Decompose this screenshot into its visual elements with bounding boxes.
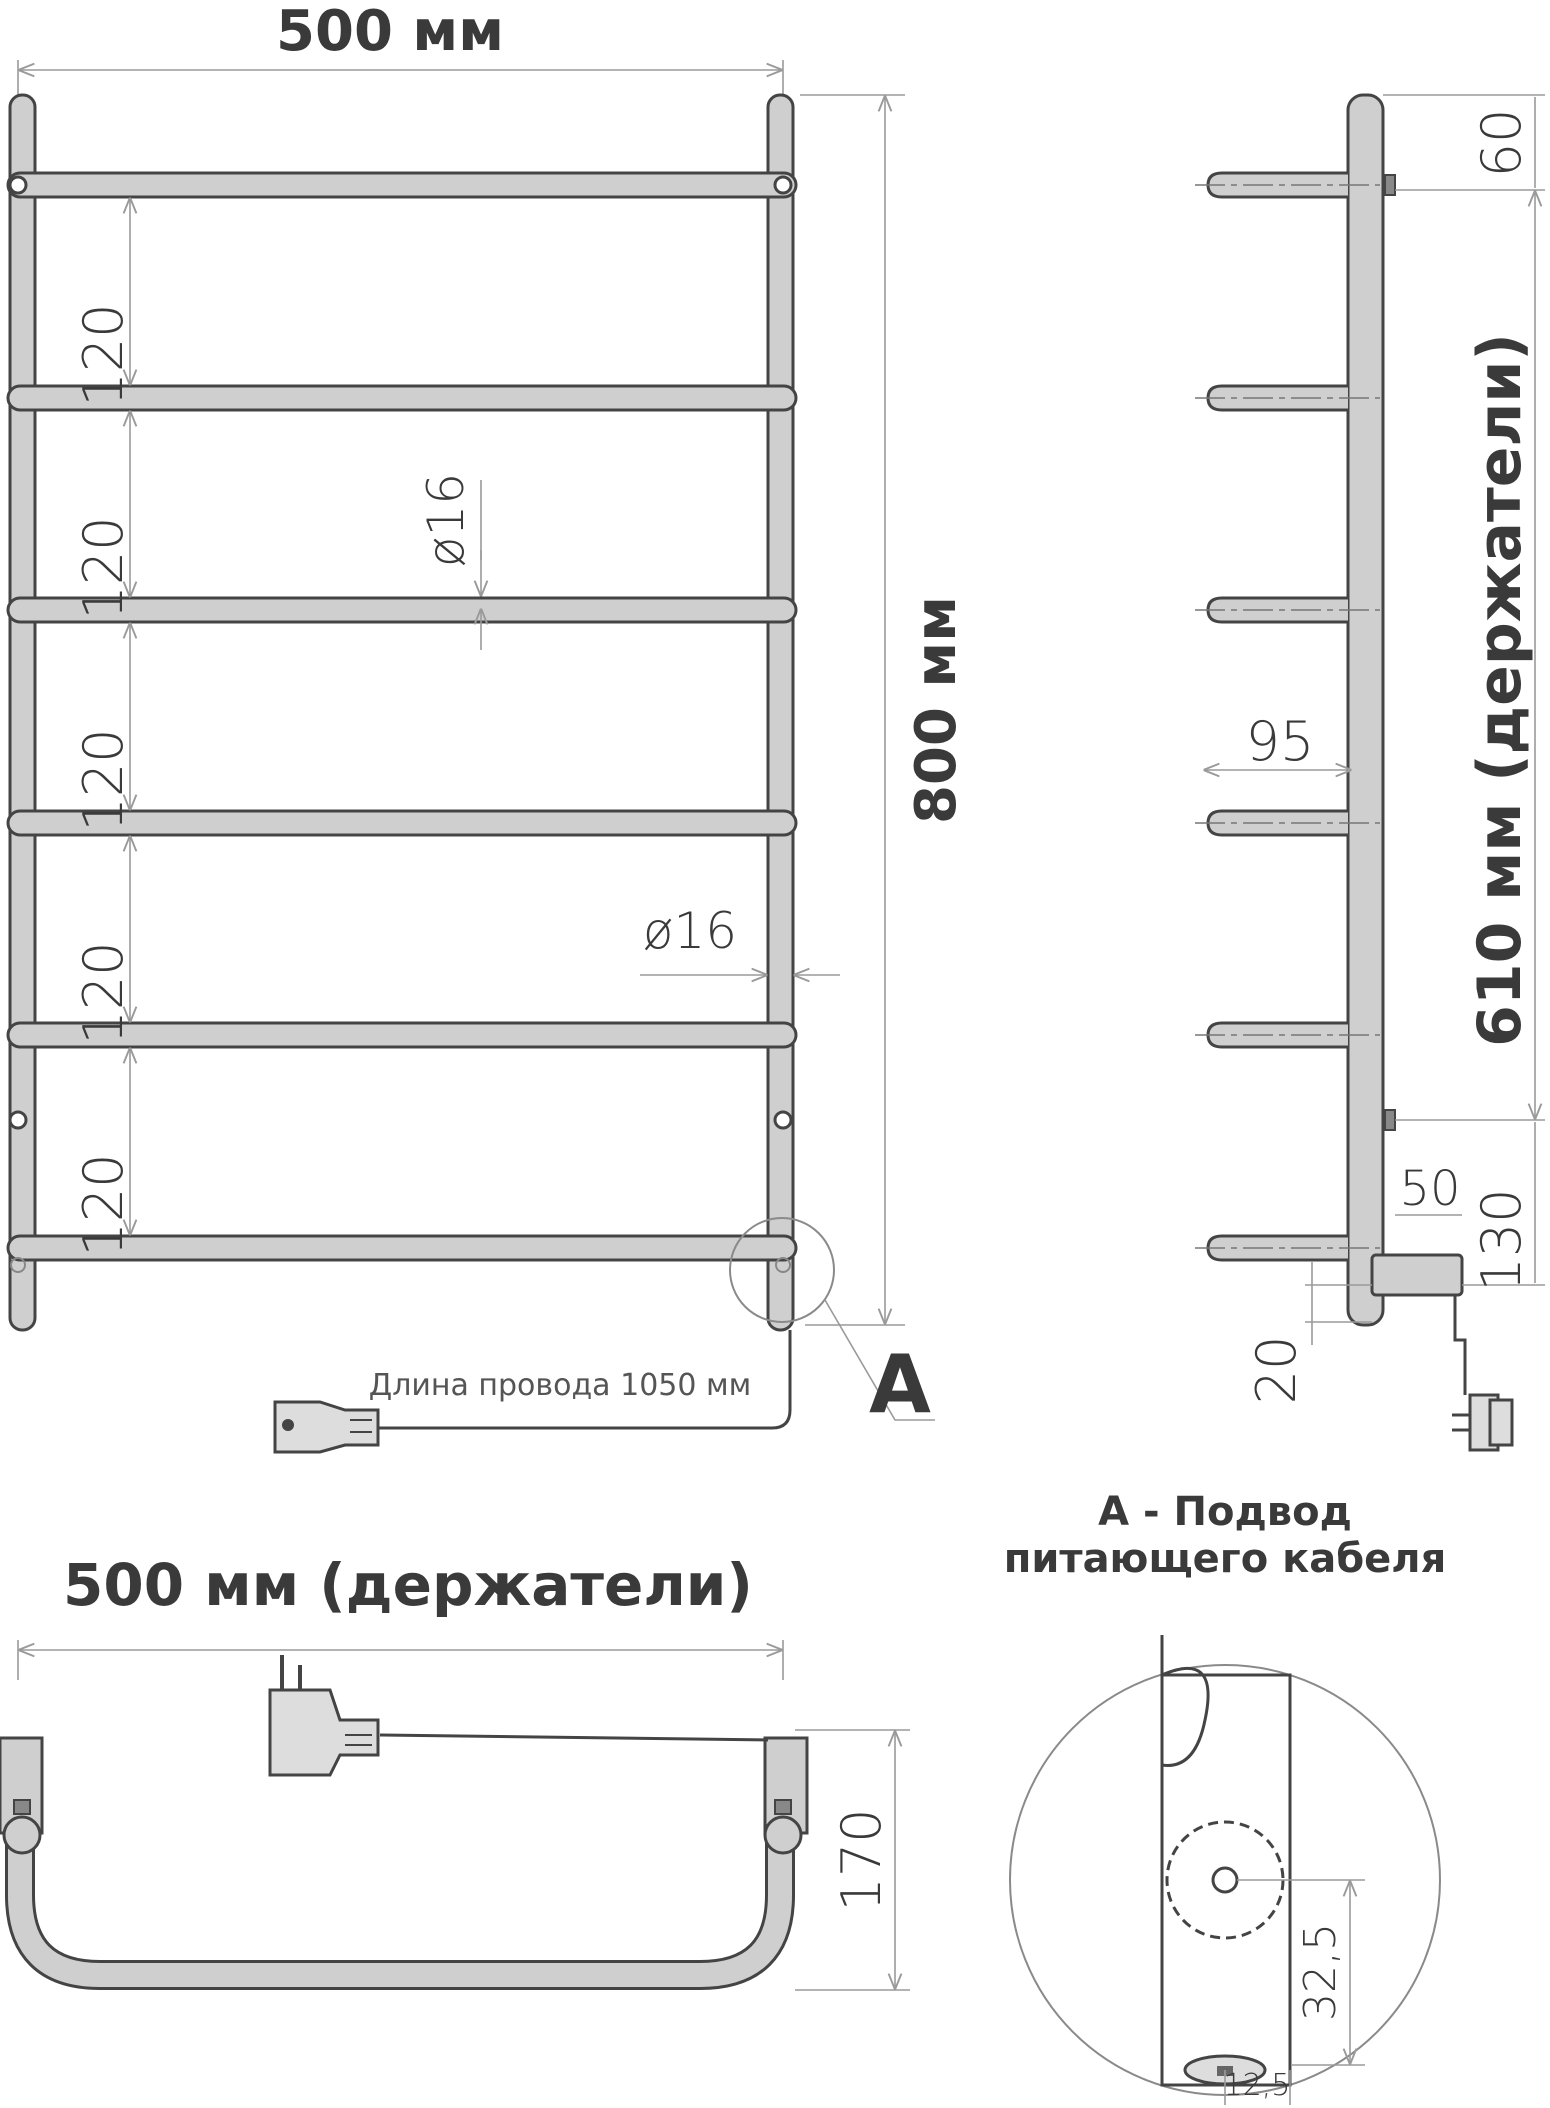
mounts-width-label: 500 мм (держатели) — [63, 1551, 753, 1619]
side-mount-top — [1384, 174, 1396, 196]
spacing-label-4: 120 — [72, 941, 135, 1044]
spacing-label-1: 120 — [72, 303, 135, 406]
mount-bolt-top-left — [8, 175, 28, 195]
mount-bolt-bottom-right — [773, 1110, 793, 1130]
top-joint-left — [2, 1815, 42, 1855]
mounts-height-label: 610 мм (держатели) — [1465, 333, 1535, 1047]
side-view: 60 610 мм (держатели) 95 50 130 20 — [1195, 93, 1545, 1452]
connector-width-label: 50 — [1399, 1161, 1460, 1217]
callout-a-leader — [824, 1299, 935, 1421]
detail-rung-end — [1161, 1666, 1210, 1767]
width-label: 500 мм — [276, 0, 504, 64]
post-diameter-label: ø16 — [643, 902, 737, 960]
side-cable — [1453, 1295, 1467, 1395]
bottom-gap-label: 20 — [1245, 1336, 1308, 1405]
height-label: 800 мм — [904, 596, 969, 824]
end-cap-right — [775, 1257, 791, 1273]
rung-4 — [6, 809, 798, 837]
rung-1 — [6, 171, 798, 199]
spacing-label-5: 120 — [72, 1153, 135, 1256]
callout-a-letter: A — [869, 1338, 931, 1431]
power-cable — [375, 1330, 792, 1430]
side-post — [1346, 93, 1385, 1327]
spacing-label-2: 120 — [72, 516, 135, 619]
top-joint-right — [763, 1815, 803, 1855]
u-rail-outline — [5, 1755, 795, 1990]
top-bolt-right — [774, 1799, 792, 1815]
detail-width-label: 12,5 — [1224, 2068, 1291, 2103]
rung-3 — [6, 596, 798, 624]
side-arms — [1195, 171, 1380, 1262]
detail-a: A - Подвод питающего кабеля 32,5 12,5 — [1004, 1489, 1447, 2105]
mount-bolt-top-right — [773, 175, 793, 195]
detail-height-label: 32,5 — [1295, 1923, 1346, 2021]
u-rail-fill — [8, 1755, 792, 1987]
detail-title-line1: A - Подвод — [1098, 1489, 1352, 1535]
left-post — [8, 93, 37, 1332]
end-cap-left — [10, 1257, 26, 1273]
rung-5 — [6, 1021, 798, 1049]
front-view: 500 мм 120 120 120 120 120 ø16 ø16 8 — [6, 0, 969, 1454]
spacing-label-3: 120 — [72, 728, 135, 831]
callout-a-circle — [729, 1217, 835, 1323]
depth-label: 95 — [1246, 710, 1315, 773]
rung-diameter-label: ø16 — [417, 473, 475, 567]
side-connector-box — [1370, 1253, 1464, 1297]
rung-2 — [6, 384, 798, 412]
rung-6 — [6, 1234, 798, 1262]
plug-front — [273, 1400, 380, 1454]
cable-length-label: Длина провода 1050 мм — [369, 1368, 752, 1403]
side-mount-bottom — [1384, 1109, 1396, 1131]
mount-bolt-bottom-left — [8, 1110, 28, 1130]
top-bolt-left — [13, 1799, 31, 1815]
bottom-offset-label: 130 — [1470, 1188, 1533, 1291]
detail-title-line2: питающего кабеля — [1004, 1536, 1447, 1582]
right-post — [766, 93, 795, 1332]
plug-side — [1452, 1393, 1514, 1452]
top-view: 500 мм (держатели) 170 — [0, 1551, 910, 1991]
top-cable — [379, 1733, 769, 1742]
plug-top — [268, 1655, 380, 1777]
rungs — [6, 171, 798, 1262]
top-offset-label: 60 — [1470, 109, 1533, 178]
top-depth-label: 170 — [830, 1808, 893, 1911]
